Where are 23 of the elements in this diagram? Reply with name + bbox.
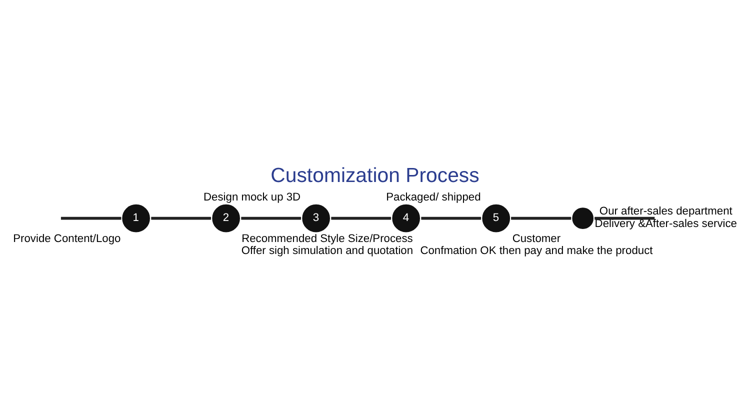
node-circle: 2 <box>210 202 242 234</box>
node-circle: 1 <box>120 202 152 234</box>
connector <box>151 216 211 220</box>
connector <box>60 216 122 220</box>
connector <box>331 216 392 220</box>
node-circle: 4 <box>390 202 422 234</box>
node-circle <box>570 205 596 230</box>
node-label: Customer <box>512 232 561 245</box>
connector <box>511 216 572 220</box>
diagram-title: Customization Process <box>270 164 480 186</box>
node-circle: 5 <box>480 202 512 234</box>
connector <box>594 216 655 220</box>
node-label: Our after-sales department <box>599 205 732 218</box>
node-label: Provide Content/Logo <box>13 232 121 245</box>
node-label: Offer sigh simulation and quotation <box>241 244 414 257</box>
connector <box>421 216 482 220</box>
node-label: Recommended Style Size/Process <box>242 232 413 245</box>
connector <box>241 216 302 220</box>
node-label: Confmation OK then pay and make the product <box>420 244 653 257</box>
node-label: Packaged/ shipped <box>386 190 481 203</box>
node-circle: 3 <box>300 202 332 234</box>
node-label: Design mock up 3D <box>204 190 301 203</box>
node-label: Delivery &After-sales service <box>594 217 738 230</box>
